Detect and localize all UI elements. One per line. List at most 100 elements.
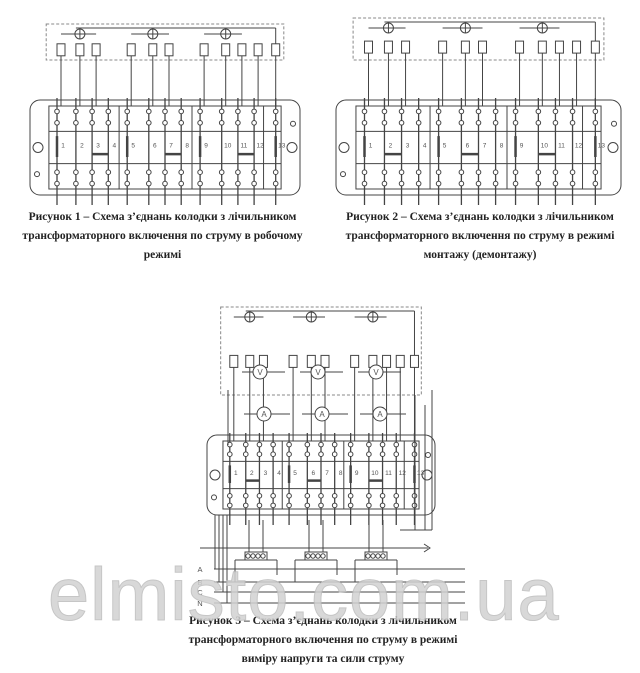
terminal-number-6: 6 [153, 143, 157, 150]
terminal-screw [592, 108, 599, 115]
terminal-screw [235, 108, 241, 115]
terminal-screw [73, 180, 79, 187]
terminal-screw [331, 451, 338, 458]
terminal-number-5: 5 [131, 143, 135, 150]
terminal-screw [331, 493, 338, 499]
terminal-screw [398, 180, 405, 187]
terminal-screw [475, 180, 482, 187]
terminal-number-8: 8 [185, 143, 189, 150]
terminal-screw [270, 451, 276, 458]
terminal-screw [197, 120, 203, 126]
terminal-screw [272, 169, 279, 175]
terminal-screw [347, 502, 354, 509]
hole [425, 452, 431, 458]
voltmeter-label: V [373, 368, 379, 377]
terminal-number-3: 3 [406, 143, 410, 150]
terminal-screw [105, 120, 112, 126]
meter-terminal [460, 40, 470, 54]
terminal-screw [411, 502, 418, 509]
terminal-screw [304, 502, 311, 509]
terminal-screw [393, 493, 400, 499]
hole [340, 171, 346, 178]
terminal-screw [251, 120, 257, 126]
coil [320, 553, 326, 559]
terminal-screw [381, 120, 388, 126]
meter-terminal [126, 43, 136, 57]
terminal-screw [146, 180, 152, 187]
terminal-screw [54, 108, 60, 115]
terminal-number-1: 1 [234, 470, 238, 477]
terminal-screw [218, 108, 225, 115]
terminal-screw [218, 169, 225, 175]
terminal-screw [124, 108, 130, 115]
meter-terminal [515, 40, 525, 54]
meter-terminal [91, 43, 101, 57]
terminal-screw [569, 108, 576, 115]
hole [211, 494, 217, 501]
meter-terminal [438, 40, 448, 54]
ammeter-label: A [319, 410, 325, 419]
terminal-screw [89, 120, 95, 126]
terminal-screw [458, 120, 465, 126]
terminal-number-4: 4 [112, 143, 116, 150]
meter-terminal [271, 43, 281, 57]
terminal-screw [318, 441, 324, 448]
terminal-screw [492, 169, 499, 175]
terminal-number-13: 13 [417, 470, 425, 477]
terminal-screw [552, 120, 559, 126]
hole [34, 171, 40, 178]
voltmeter-label: V [257, 368, 263, 377]
hole [290, 120, 296, 127]
terminal-screw [227, 493, 233, 499]
terminal-screw [178, 169, 184, 175]
terminal-screw [162, 180, 168, 187]
meter-outline [220, 306, 422, 396]
meter-terminal [237, 43, 247, 57]
terminal-screw [73, 108, 79, 115]
meter-terminal [409, 354, 419, 368]
ammeter-label: A [377, 410, 383, 419]
coil [245, 553, 251, 559]
terminal-screw [286, 451, 292, 458]
terminal-screw [242, 451, 249, 458]
terminal-number-3: 3 [264, 470, 268, 477]
terminal-screw [272, 108, 279, 115]
terminal-screw [458, 108, 465, 115]
terminal-screw [178, 180, 184, 187]
meter-terminal [229, 354, 239, 368]
terminal-screw [89, 169, 95, 175]
terminal-screw [286, 502, 292, 509]
terminal-screw [256, 451, 263, 458]
terminal-screw [569, 180, 576, 187]
terminal-screw [251, 169, 257, 175]
terminal-screw [251, 108, 257, 115]
terminal-screw [304, 451, 311, 458]
terminal-screw [178, 120, 184, 126]
terminal-screw [286, 493, 292, 499]
terminal-screw [415, 180, 422, 187]
meter-terminal [253, 43, 263, 57]
terminal-number-5: 5 [293, 470, 297, 477]
terminal-screw [379, 441, 386, 448]
coil [380, 553, 386, 559]
terminal-screw [393, 451, 400, 458]
terminal-screw [197, 169, 203, 175]
terminal-screw [251, 180, 257, 187]
terminal-screw [552, 169, 559, 175]
meter-terminal [164, 43, 174, 57]
terminal-screw [458, 169, 465, 175]
terminal-screw [512, 169, 519, 175]
mount-hole-right [286, 142, 298, 153]
terminal-screw [124, 120, 130, 126]
meter-terminal [199, 43, 209, 57]
hole [611, 120, 617, 127]
figure-2-caption: Рисунок 2 – Схема з’єднань колодки з ліч… [345, 211, 615, 261]
terminal-number-7: 7 [169, 143, 173, 150]
terminal-screw [73, 120, 79, 126]
terminal-screw [146, 108, 152, 115]
terminal-screw [256, 441, 263, 448]
terminal-screw [393, 441, 400, 448]
terminal-screw [318, 502, 324, 509]
coil [375, 553, 381, 559]
